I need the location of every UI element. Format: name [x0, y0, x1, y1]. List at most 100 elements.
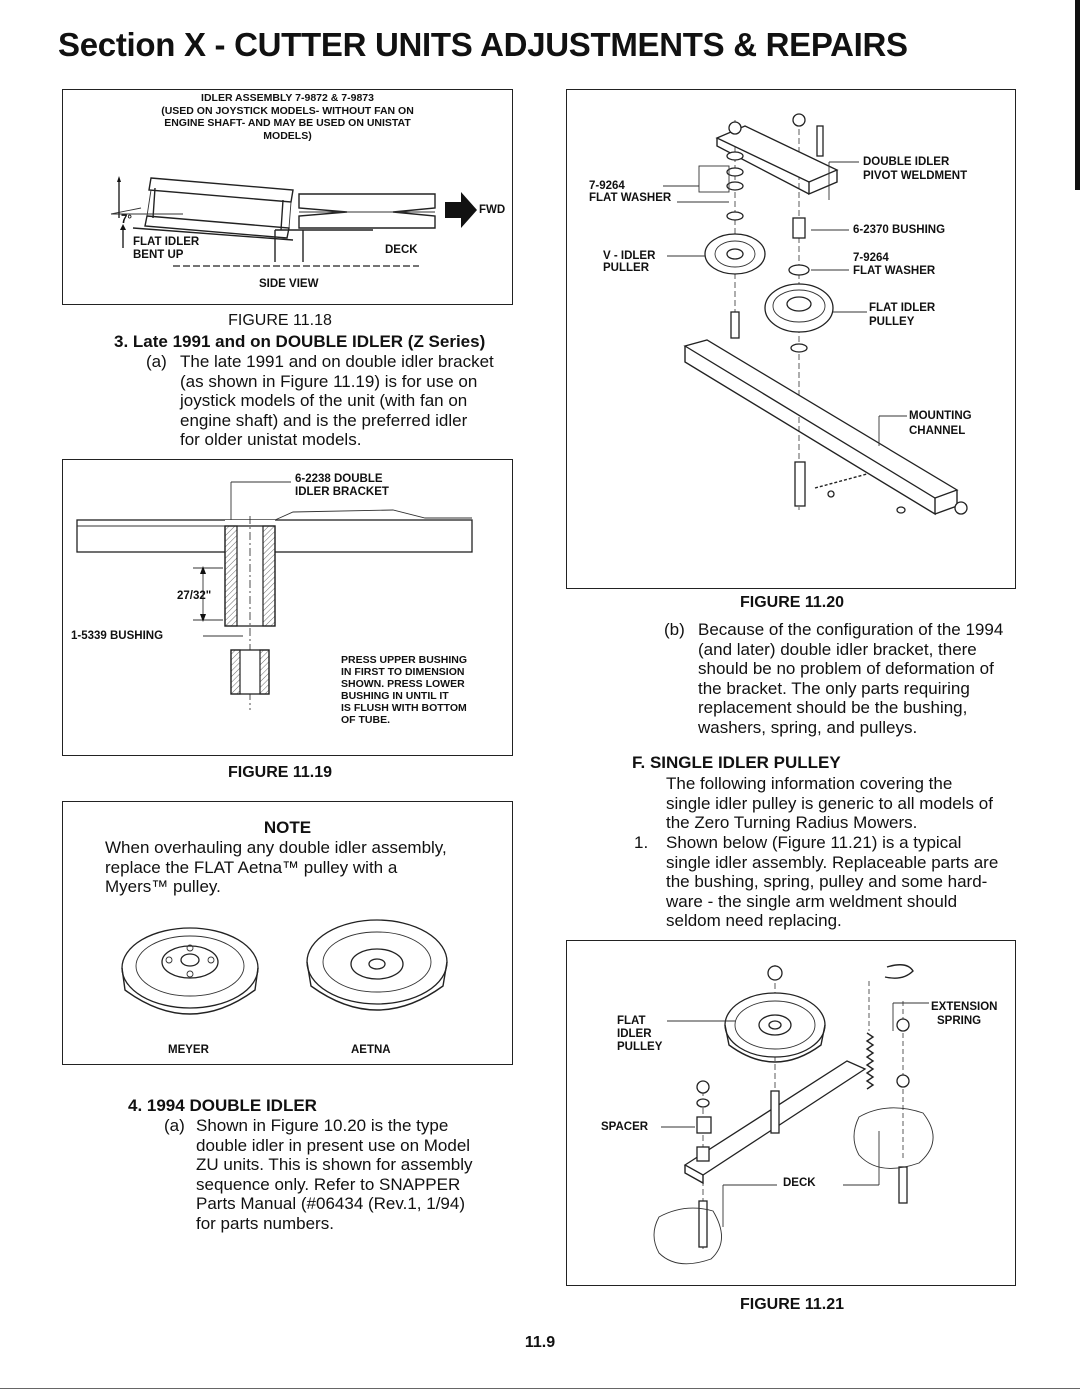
text-line: washers, spring, and pulleys.: [698, 717, 918, 737]
text-line: replacement should be the bushing,: [698, 698, 968, 717]
section-f-heading: F. SINGLE IDLER PULLEY: [632, 753, 841, 772]
section-4-heading: 4. 1994 DOUBLE IDLER: [128, 1096, 317, 1115]
text-line: BUSHING IN UNTIL IT: [341, 690, 449, 702]
text-line: ware - the single arm weldment should: [666, 891, 958, 911]
note-box: NOTE When overhauling any double idler a…: [62, 801, 513, 1065]
deck-label: DECK: [385, 244, 418, 256]
text-line: single idler assembly. Replaceable parts…: [666, 852, 999, 872]
text-line: Parts Manual (#06434 (Rev.1, 1/94): [196, 1194, 465, 1213]
section-b-marker: (b): [664, 620, 685, 639]
bracket-label-1: 6-2238 DOUBLE: [295, 473, 383, 485]
figure-11-19-caption: FIGURE 11.19: [227, 764, 333, 781]
text-line: double idler in present use on Model: [196, 1135, 471, 1155]
text-line: the bushing, spring, pulley and some har…: [666, 872, 988, 891]
extension-label-2: SPRING: [937, 1015, 982, 1027]
v-idler-label-1: V - IDLER: [603, 250, 656, 262]
side-view-label: SIDE VIEW: [259, 278, 319, 290]
flat-label-2: IDLER: [617, 1028, 652, 1040]
double-idler-exploded-drawing: [663, 113, 968, 516]
text-line: engine shaft) and is the preferred idler: [180, 410, 468, 430]
section-3-heading: 3. Late 1991 and on DOUBLE IDLER (Z Seri…: [114, 332, 486, 351]
bushing-6-2370-label: 6-2370 BUSHING: [853, 224, 946, 236]
pulley-comparison-drawing: [121, 919, 448, 1015]
text-line: Shown in Figure 10.20 is the type: [196, 1116, 449, 1135]
section-4-a-text: Shown in Figure 10.20 is the type double…: [196, 1116, 473, 1233]
extension-label-1: EXTENSION: [931, 1001, 998, 1013]
header-line: MODELS): [263, 129, 312, 142]
text-line: replace the FLAT Aetna™ pulley with a: [105, 857, 398, 877]
section-f-intro: The following information covering the s…: [666, 774, 993, 833]
header-line: (USED ON JOYSTICK MODELS- WITHOUT FAN ON: [161, 104, 414, 117]
text-line: The following information covering the: [666, 774, 953, 793]
text-line: (and later) double idler bracket, there: [698, 639, 977, 659]
page-title: Section X - CUTTER UNITS ADJUSTMENTS & R…: [58, 26, 908, 63]
aetna-pulley-icon: [306, 919, 448, 1011]
bushing-label: 1-5339 BUSHING: [71, 630, 164, 642]
text-line: sequence only. Refer to SNAPPER: [196, 1174, 461, 1194]
figure-11-20-box: 7-9264 FLAT WASHER V - IDLER PULLER DOUB…: [566, 89, 1016, 589]
figure-11-18-header: IDLER ASSEMBLY 7-9872 & 7-9873 (USED ON …: [63, 92, 512, 142]
v-idler-label-2: PULLER: [603, 262, 649, 274]
bent-up-label: BENT UP: [133, 249, 184, 261]
figure-11-19-box: 6-2238 DOUBLE IDLER BRACKET 27/32" 1-533…: [62, 459, 513, 756]
note-text: When overhauling any double idler assemb…: [105, 838, 447, 897]
washer-right-label-1: 7-9264: [853, 252, 889, 264]
page-bottom-line: [0, 1388, 1080, 1389]
flat-label-1: FLAT: [617, 1015, 646, 1027]
text-line: PRESS UPPER BUSHING: [341, 654, 468, 666]
flat-idler-label: FLAT IDLER: [133, 236, 200, 248]
text-line: the Zero Turning Radius Mowers.: [666, 813, 918, 832]
meyer-label: MEYER: [168, 1044, 209, 1056]
figure-11-21-box: FLAT IDLER PULLEY EXTENSION SPRING SPACE…: [566, 940, 1016, 1286]
text-line: the bracket. The only parts requiring: [698, 678, 970, 698]
text-line: ZU units. This is shown for assembly: [196, 1155, 473, 1174]
section-3-a-marker: (a): [146, 352, 167, 371]
text-line: seldom need replacing.: [666, 911, 842, 930]
idler-side-view-drawing: [110, 176, 477, 267]
text-line: (as shown in Figure 11.19) is for use on: [180, 371, 478, 391]
text-line: IS FLUSH WITH BOTTOM: [341, 702, 467, 714]
figure-11-18-box: IDLER ASSEMBLY 7-9872 & 7-9873 (USED ON …: [62, 89, 513, 305]
text-line: SHOWN. PRESS LOWER: [341, 678, 465, 690]
section-f-item1-marker: 1.: [634, 833, 649, 852]
double-idler-label-2: PIVOT WELDMENT: [863, 170, 968, 182]
washer-left-label-2: FLAT WASHER: [589, 192, 672, 204]
angle-label: 7°: [121, 214, 132, 226]
section-f-item1-text: Shown below (Figure 11.21) is a typical …: [666, 833, 998, 931]
press-instructions: PRESS UPPER BUSHING IN FIRST TO DIMENSIO…: [341, 654, 467, 726]
text-line: When overhauling any double idler assemb…: [105, 838, 447, 857]
meyer-pulley-icon: [121, 927, 259, 1015]
section-b-text: Because of the configuration of the 1994…: [698, 620, 1003, 737]
text-line: for older unistat models.: [180, 430, 362, 449]
bracket-label-2: IDLER BRACKET: [295, 486, 389, 498]
text-line: Myers™ pulley.: [105, 877, 221, 896]
section-3-a-text: The late 1991 and on double idler bracke…: [180, 352, 494, 450]
figure-11-18-caption: FIGURE 11.18: [228, 312, 332, 329]
flat-idler-label-1: FLAT IDLER: [869, 302, 936, 314]
figure-11-21-caption: FIGURE 11.21: [739, 1296, 845, 1313]
dimension-label: 27/32": [177, 590, 212, 602]
text-line: for parts numbers.: [196, 1213, 334, 1233]
page-number: 11.9: [524, 1334, 556, 1351]
section-4-a-marker: (a): [164, 1116, 185, 1135]
washer-right-label-2: FLAT WASHER: [853, 265, 936, 277]
double-idler-bracket-drawing: [76, 481, 473, 710]
washer-left-label-1: 7-9264: [589, 180, 625, 192]
text-line: single idler pulley is generic to all mo…: [666, 793, 993, 813]
text-line: Shown below (Figure 11.21) is a typical: [666, 833, 962, 852]
deck-label-11-21: DECK: [783, 1177, 816, 1189]
mounting-label-2: CHANNEL: [909, 425, 966, 437]
text-line: Because of the configuration of the 1994: [698, 620, 1004, 639]
flat-label-3: PULLEY: [617, 1041, 663, 1053]
aetna-label: AETNA: [351, 1044, 391, 1056]
text-line: The late 1991 and on double idler bracke…: [180, 352, 494, 371]
header-line: IDLER ASSEMBLY 7-9872 & 7-9873: [201, 92, 374, 104]
text-line: OF TUBE.: [341, 714, 390, 726]
note-heading: NOTE: [263, 818, 312, 837]
text-line: joystick models of the unit (with fan on: [180, 391, 468, 410]
page-edge-bar: [1075, 0, 1080, 190]
single-idler-exploded-drawing: [653, 964, 934, 1265]
figure-11-20-caption: FIGURE 11.20: [739, 594, 845, 611]
mounting-label-1: MOUNTING: [909, 410, 972, 422]
text-line: should be no problem of deformation of: [698, 659, 994, 678]
